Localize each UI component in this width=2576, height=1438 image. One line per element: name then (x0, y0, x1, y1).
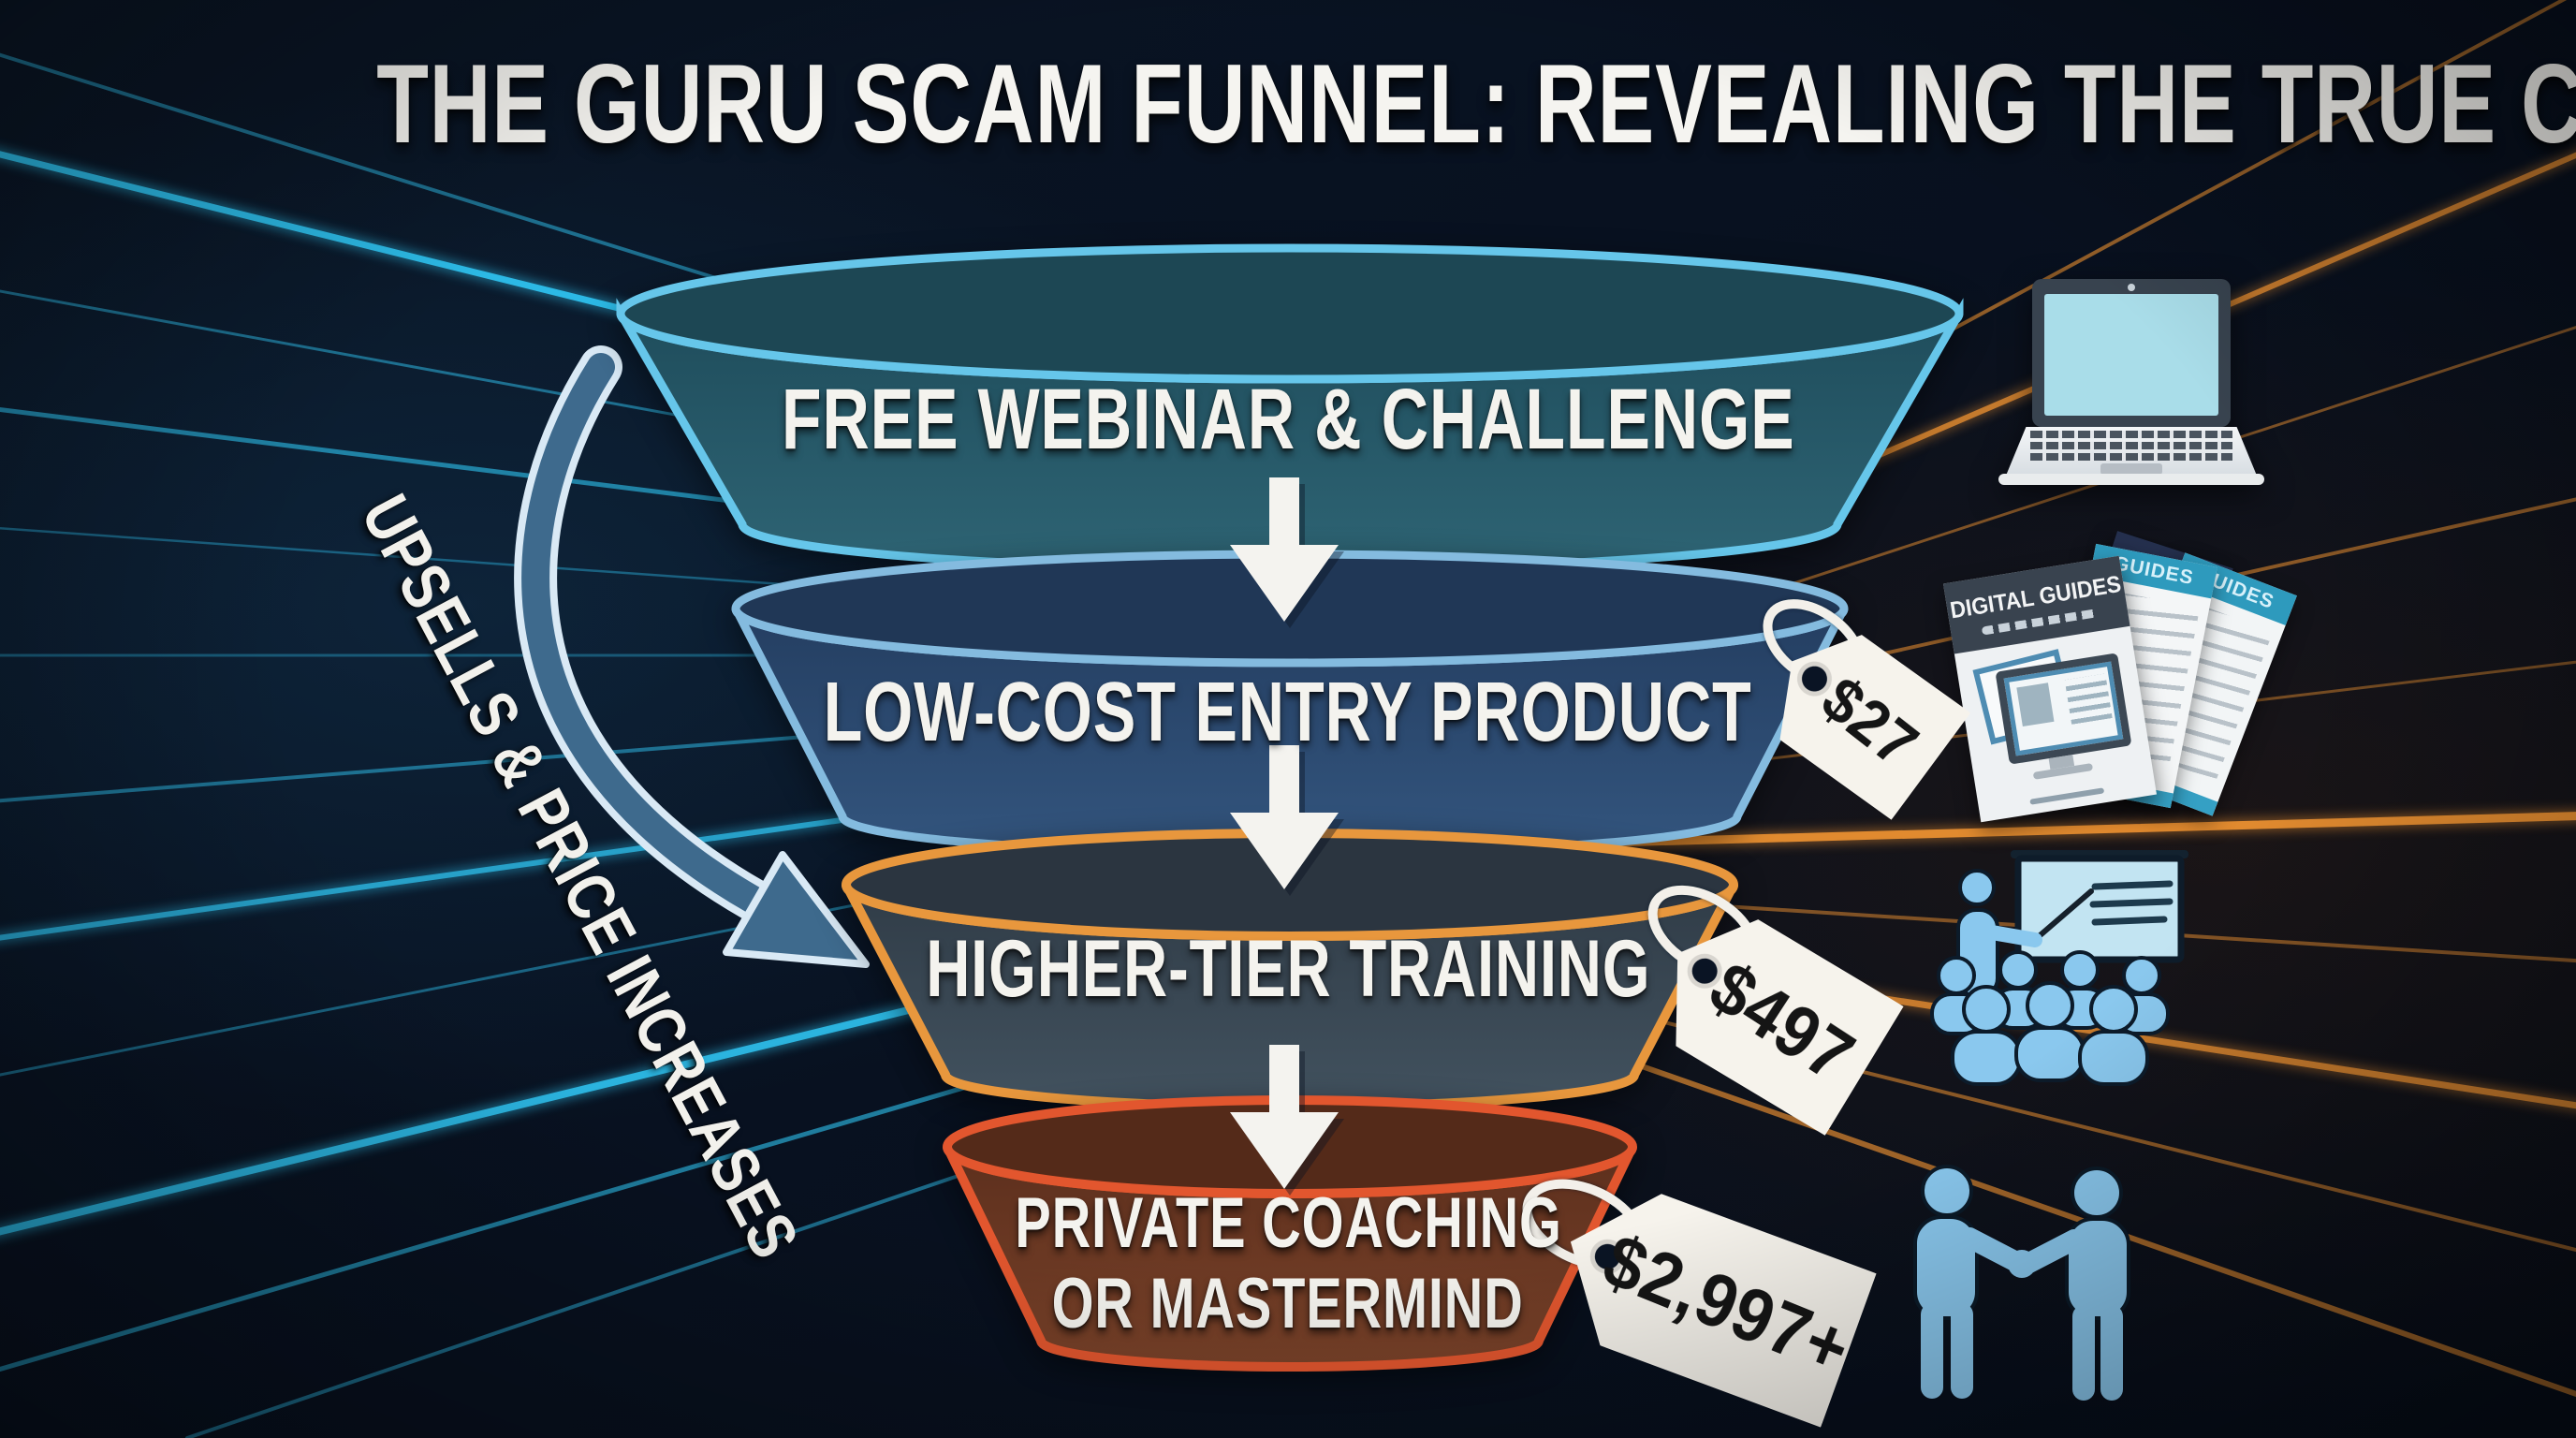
laptop-display (2044, 294, 2218, 416)
stage-label-low-cost-entry: LOW-COST ENTRY PRODUCT (824, 666, 1752, 759)
down-arrow-1 (1230, 477, 1344, 628)
laptop-webcam-dot (2128, 284, 2135, 291)
page-title: THE GURU SCAM FUNNEL: REVEALING THE TRUE… (0, 39, 2576, 169)
laptop-keyboard-base (2006, 427, 2257, 476)
down-arrow-3 (1230, 1045, 1344, 1196)
laptop-icon (1998, 279, 2264, 504)
training-icon (1930, 850, 2188, 1086)
funnel-stage-free-webinar (616, 243, 1964, 574)
funnel-stage-higher-tier-training (842, 829, 1738, 1111)
laptop-touchpad (2100, 463, 2162, 475)
page-title-text: THE GURU SCAM FUNNEL: REVEALING THE TRUE… (376, 41, 2576, 167)
stage-label-private-coaching: PRIVATE COACHING OR MASTERMIND (1014, 1183, 1562, 1343)
laptop-screen (2032, 279, 2231, 427)
stage-label-higher-tier-training: HIGHER-TIER TRAINING (925, 924, 1651, 1014)
handshake-icon (1913, 1165, 2130, 1401)
stage-label-free-webinar: FREE WEBINAR & CHALLENGE (781, 372, 1795, 467)
booklet-front-title: DIGITAL GUIDES (1948, 570, 2123, 624)
upsell-curved-arrow (514, 345, 870, 968)
down-arrow-2 (1230, 745, 1344, 896)
